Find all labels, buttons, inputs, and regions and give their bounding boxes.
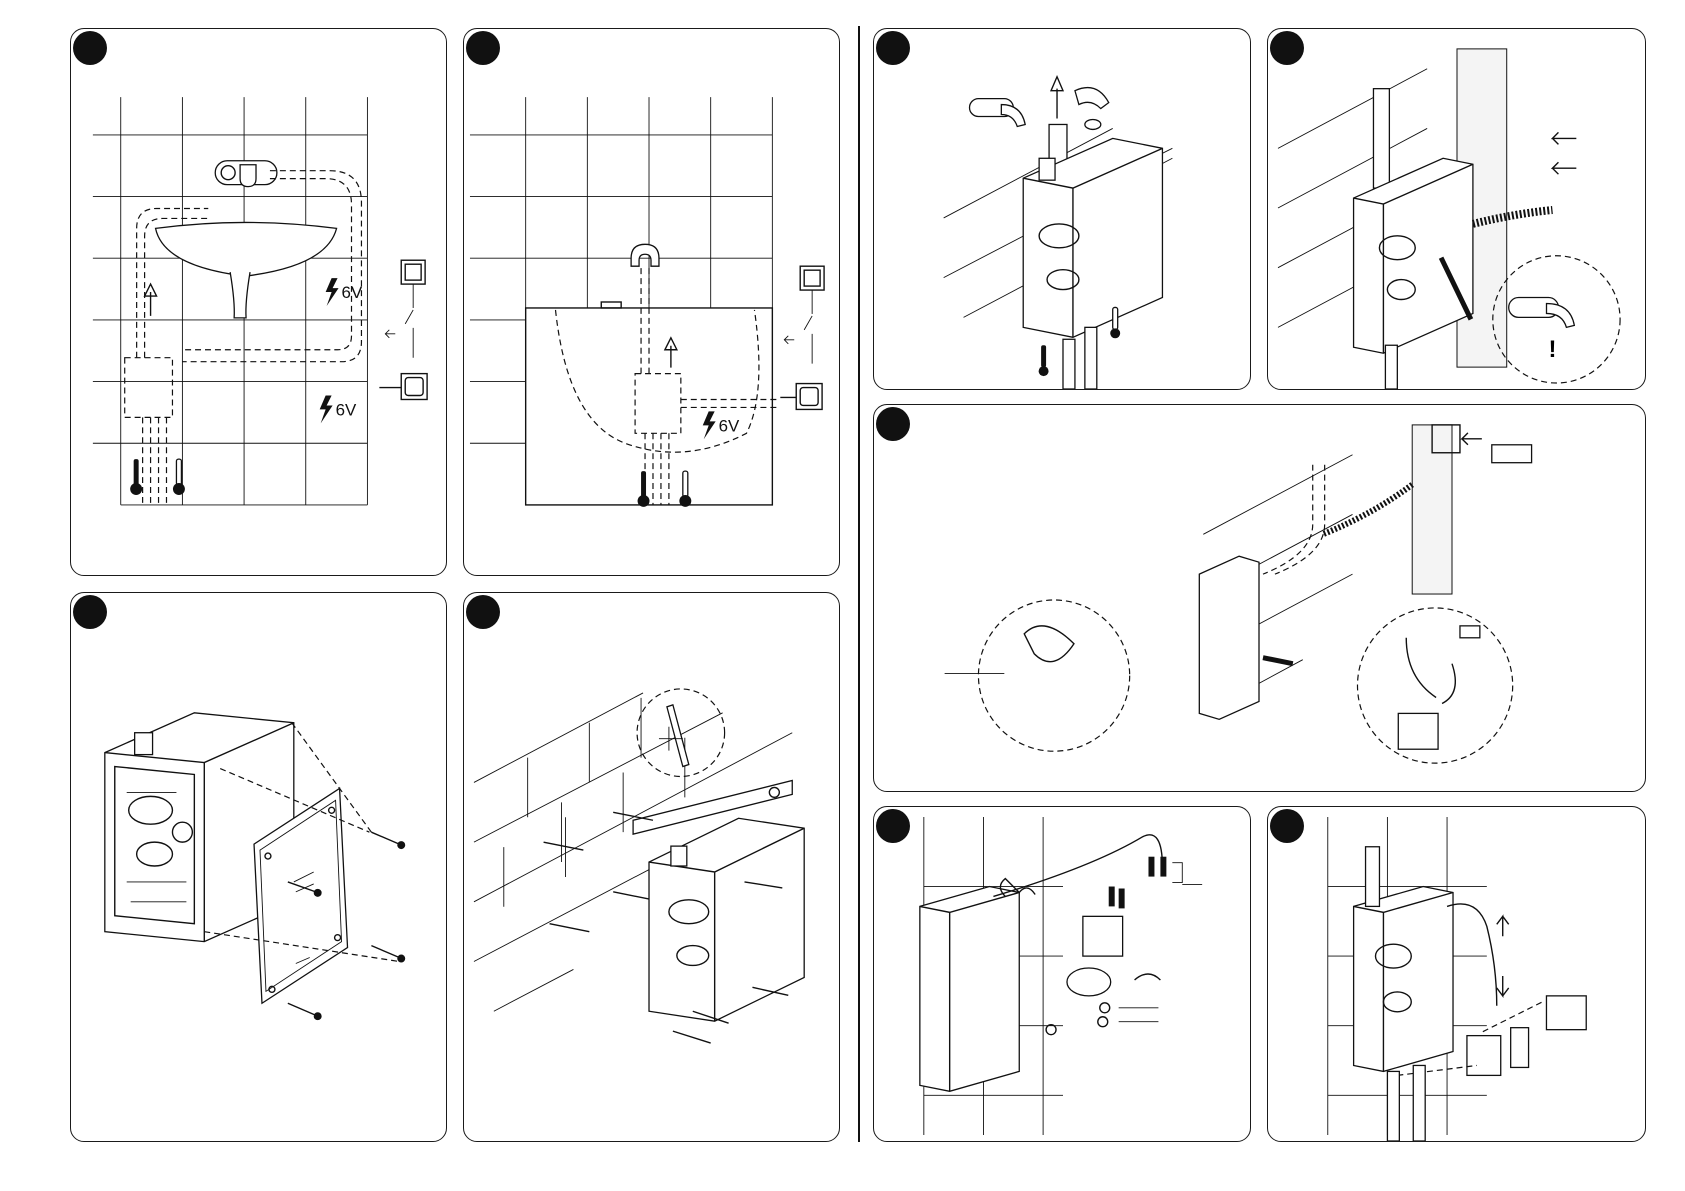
- panel-cable-conduit: !: [1267, 28, 1646, 390]
- left-arrow-icon: [1462, 433, 1482, 445]
- seal-ring: [1046, 1025, 1056, 1035]
- up-arrow-icon: [1497, 916, 1509, 936]
- exclamation-icon: !: [1548, 336, 1556, 363]
- sensor-cable: [993, 835, 1162, 897]
- panel-power-connection: [873, 404, 1646, 792]
- panel-sensor-cables: [873, 806, 1251, 1142]
- panel-wall-mounting: [463, 592, 840, 1142]
- wrench-icon: [1135, 974, 1161, 980]
- washbasin-diagram: 6V 6V: [71, 29, 446, 575]
- spout-connection-diagram: [874, 29, 1250, 389]
- lightning-bolt-icon: [320, 396, 333, 424]
- voltage-label: 6V: [342, 283, 363, 302]
- battery-cover: [1546, 996, 1586, 1030]
- panel-bathtub-overview: 6V: [463, 28, 840, 576]
- cable-conduit-diagram: !: [1268, 29, 1645, 389]
- concealed-box: [1199, 556, 1259, 719]
- faucet-icon: [215, 161, 277, 187]
- panel-box-cover: [70, 592, 447, 1142]
- panel-spout-connection: [873, 28, 1251, 390]
- up-arrow-icon: [145, 284, 157, 316]
- power-connection-diagram: [874, 405, 1645, 791]
- seal-ring: [1098, 1017, 1108, 1027]
- concealed-box: [920, 887, 1019, 1092]
- solenoid-valve: [1067, 916, 1123, 996]
- detail-magnifier: [978, 600, 1129, 751]
- connection-pipe: [1366, 847, 1380, 907]
- down-arrow-icon: [1497, 976, 1509, 996]
- battery-box-icon: [1467, 1036, 1501, 1076]
- battery-icon: [1511, 1028, 1529, 1068]
- spout-icon: [1075, 88, 1109, 109]
- spout-icon: [970, 99, 1026, 127]
- box-cover-diagram: [71, 593, 446, 1141]
- screwdriver-icon: [1263, 658, 1293, 664]
- cable-conduit: [1323, 485, 1413, 535]
- thermometer-icon: [130, 459, 142, 495]
- left-arrow-icon: [1552, 162, 1576, 174]
- left-arrow-icon: [1552, 132, 1576, 144]
- sensor-cables-diagram: [874, 807, 1250, 1141]
- supply-pipe: [1387, 1071, 1399, 1141]
- screw-icon: [288, 1003, 322, 1020]
- concealed-box: [1354, 887, 1453, 1072]
- up-arrow-icon: [1051, 77, 1063, 119]
- battery-box-icon: [1398, 713, 1438, 749]
- connector-icon: [1460, 626, 1480, 638]
- concealed-box: [1354, 158, 1473, 353]
- power-adapter-icon: [1492, 445, 1532, 463]
- supply-pipe: [1385, 345, 1397, 389]
- bathtub-diagram: 6V: [464, 29, 839, 575]
- battery-cable: [1447, 904, 1497, 1006]
- concealed-box: [649, 818, 804, 1021]
- panel-battery-connection: [1267, 806, 1646, 1142]
- pencil-icon: [667, 705, 689, 767]
- concealed-box: [1023, 138, 1162, 337]
- supply-pipe: [1063, 339, 1075, 389]
- screw-icon: [371, 832, 405, 849]
- lightning-bolt-icon: [326, 278, 339, 306]
- tile-grid: [93, 97, 368, 505]
- battery-connection-diagram: [1268, 807, 1645, 1141]
- seal-ring: [1085, 119, 1101, 129]
- seal-ring: [1100, 1003, 1110, 1013]
- page-divider: [858, 26, 860, 1142]
- connector-icon: [1109, 887, 1125, 909]
- detail-magnifier: [1493, 256, 1620, 383]
- wall-mounting-diagram: [464, 593, 839, 1141]
- supply-pipe: [1413, 1065, 1425, 1141]
- supply-pipe: [1085, 327, 1097, 389]
- bath-spout-icon: [631, 244, 659, 266]
- bathtub: [526, 308, 773, 505]
- connector-icon: [1148, 857, 1166, 877]
- voltage-label: 6V: [336, 400, 357, 419]
- voltage-label: 6V: [719, 416, 740, 435]
- connection-pipe: [1373, 89, 1389, 188]
- screw-icon: [371, 946, 405, 963]
- thermometer-icon: [1039, 345, 1049, 376]
- panel-washbasin-overview: 6V 6V: [70, 28, 447, 576]
- thermometer-icon: [173, 459, 185, 495]
- concealed-box: [125, 358, 173, 418]
- spout-icon: [1509, 298, 1575, 328]
